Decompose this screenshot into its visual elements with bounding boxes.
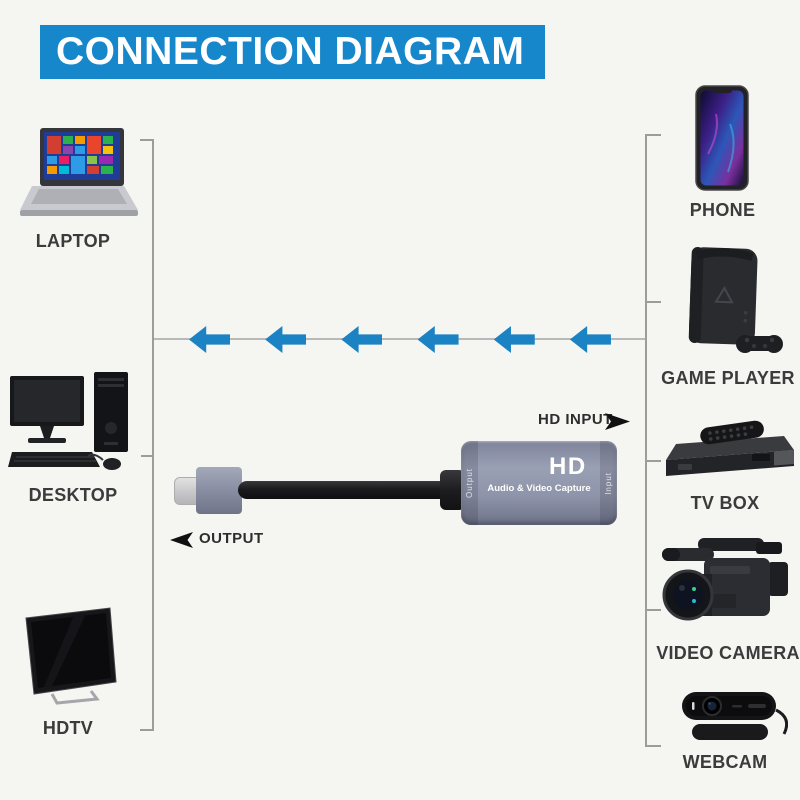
right-bracket-tick-game-player xyxy=(646,301,661,303)
desktop-icon xyxy=(8,372,128,470)
left-arrow-icon xyxy=(493,326,535,353)
left-bracket-tick-desktop xyxy=(141,455,154,457)
webcam-label: WEBCAM xyxy=(682,752,768,772)
capture-card-output-side: Output xyxy=(461,441,478,525)
output-arrow-icon xyxy=(170,532,193,548)
webcam-icon xyxy=(682,692,788,740)
cable-strain-relief xyxy=(440,470,465,510)
flow-line xyxy=(154,338,645,340)
output-label: OUTPUT xyxy=(199,530,264,547)
right-bracket-tick-video-camera xyxy=(646,609,661,611)
left-arrow-icon xyxy=(189,326,230,353)
flow-arrows xyxy=(189,326,611,353)
left-arrow-icon xyxy=(341,326,383,353)
capture-card-subtitle: Audio & Video Capture xyxy=(487,483,591,494)
laptop-icon xyxy=(20,128,138,216)
page-title: CONNECTION DIAGRAM xyxy=(56,30,525,73)
hd-input-label: HD INPUT xyxy=(538,411,613,428)
left-bracket-line xyxy=(140,139,154,731)
laptop-label: LAPTOP xyxy=(35,231,111,251)
tv-box-icon xyxy=(666,420,794,476)
tv-box-label: TV BOX xyxy=(690,493,760,513)
hd-logo: HD xyxy=(549,453,587,480)
hdtv-icon xyxy=(25,607,117,705)
right-bracket-line xyxy=(645,134,661,747)
left-arrow-icon xyxy=(265,326,307,353)
phone-label: PHONE xyxy=(689,200,756,220)
right-bracket-tick-tv-box xyxy=(646,460,661,462)
game-player-label: GAME PLAYER xyxy=(661,368,795,388)
left-arrow-icon xyxy=(569,326,611,353)
phone-icon xyxy=(695,85,749,191)
capture-card-input-side: Input xyxy=(600,441,617,525)
capture-card-body: Output Input HD Audio & Video Capture xyxy=(461,441,617,525)
video-camera-icon xyxy=(662,538,788,621)
game-player-icon xyxy=(688,247,783,353)
left-arrow-icon xyxy=(417,326,459,353)
video-camera-label: VIDEO CAMERA xyxy=(656,643,800,663)
hdtv-label: HDTV xyxy=(42,718,94,738)
desktop-label: DESKTOP xyxy=(28,485,118,505)
usb-c-plug-tip xyxy=(174,477,199,505)
usb-cable xyxy=(238,481,450,499)
usb-c-plug-housing xyxy=(196,467,242,514)
title-banner: CONNECTION DIAGRAM xyxy=(40,25,545,79)
